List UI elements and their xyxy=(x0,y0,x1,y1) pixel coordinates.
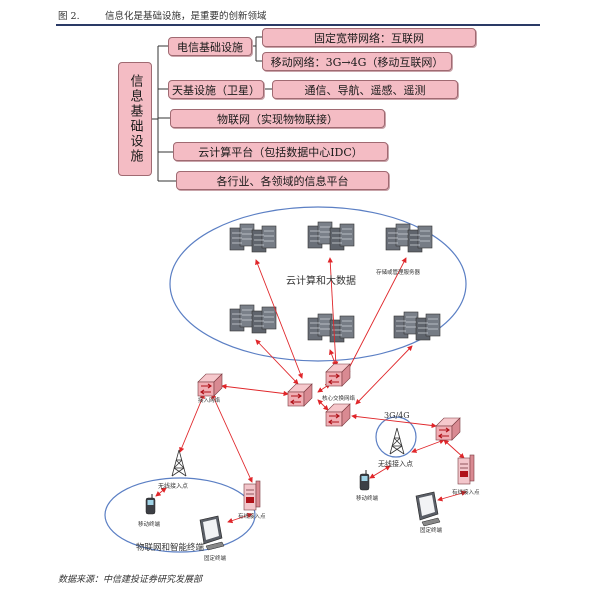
cloud-region xyxy=(169,206,467,362)
cloud-label: 云计算和大数据 xyxy=(286,274,356,287)
node-fixed-broadband: 固定宽带网络：互联网 xyxy=(262,28,476,47)
wireless-access-label-2: 无线接入点 xyxy=(378,459,413,468)
node-space: 天基设施（卫星） xyxy=(168,80,264,99)
fixed-terminal-label-1: 固定终端 xyxy=(204,554,227,562)
server-rack-icon xyxy=(307,313,355,343)
server-rack-icon xyxy=(385,223,433,253)
mobile-terminal-label-1: 移动终端 xyxy=(138,520,161,528)
mobile-region-label: 3G/4G xyxy=(384,411,410,420)
cell-tower-icon xyxy=(389,427,405,455)
access-network-label: 接入网络 xyxy=(198,396,221,404)
tree-root-label: 信息基础设施 xyxy=(127,74,143,164)
wired-access-label-1: 有线接入点 xyxy=(238,512,266,520)
node-cloud-label: 云计算平台（包括数据中心IDC） xyxy=(198,145,363,159)
node-industry-label: 各行业、各领域的信息平台 xyxy=(216,174,349,188)
tree-root: 信息基础设施 xyxy=(118,62,152,176)
wireless-access-label-1: 无线接入点 xyxy=(158,482,188,490)
core-switch-icon xyxy=(325,363,351,387)
server-rack-icon xyxy=(229,223,277,253)
header-rule xyxy=(56,24,540,26)
fixed-terminal-label-2: 固定终端 xyxy=(420,526,443,534)
node-fixed-broadband-label: 固定宽带网络：互联网 xyxy=(314,31,424,45)
node-satellite-services: 通信、导航、遥感、遥测 xyxy=(272,80,458,99)
node-mobile-network-label: 移动网络：3G→4G（移动互联网） xyxy=(270,55,444,69)
figure-number: 图 2. xyxy=(58,11,80,22)
wired-access-label-2: 有线接入点 xyxy=(452,488,480,496)
access-switch-icon xyxy=(197,373,223,397)
core-network-label: 核心交换网络 xyxy=(322,394,356,402)
core-switch-icon xyxy=(325,403,351,427)
mobile-phone-icon xyxy=(145,493,156,515)
mobile-phone-icon xyxy=(359,469,370,491)
server-label: 存储或管理服务器 xyxy=(376,268,421,276)
desktop-computer-icon xyxy=(457,454,475,485)
node-telecom: 电信基础设施 xyxy=(168,37,252,56)
core-switch-icon xyxy=(287,383,313,407)
node-satellite-services-label: 通信、导航、遥感、遥测 xyxy=(304,83,426,97)
node-mobile-network: 移动网络：3G→4G（移动互联网） xyxy=(262,52,452,71)
node-cloud: 云计算平台（包括数据中心IDC） xyxy=(173,142,388,161)
iot-region xyxy=(104,477,256,553)
mobile-terminal-label-2: 移动终端 xyxy=(356,494,379,502)
server-rack-icon xyxy=(307,221,355,251)
iot-region-label: 物联网和智能终端 xyxy=(136,542,205,553)
server-rack-icon xyxy=(229,304,277,334)
node-iot-label: 物联网（实现物物联接） xyxy=(217,112,338,126)
figure-title: 信息化是基础设施，是重要的创新领域 xyxy=(105,11,267,22)
desktop-computer-icon xyxy=(243,480,261,511)
node-telecom-label: 电信基础设施 xyxy=(177,40,243,54)
node-industry: 各行业、各领域的信息平台 xyxy=(176,171,389,190)
cell-tower-icon xyxy=(171,449,187,477)
monitor-icon xyxy=(415,491,441,527)
server-rack-icon xyxy=(393,311,441,341)
source-note: 数据来源：中信建投证券研究发展部 xyxy=(58,575,203,585)
node-space-label: 天基设施（卫星） xyxy=(172,83,260,97)
figure-caption: 图 2. 信息化是基础设施，是重要的创新领域 xyxy=(58,8,267,22)
access-switch-icon xyxy=(435,417,461,441)
node-iot: 物联网（实现物物联接） xyxy=(170,109,385,128)
